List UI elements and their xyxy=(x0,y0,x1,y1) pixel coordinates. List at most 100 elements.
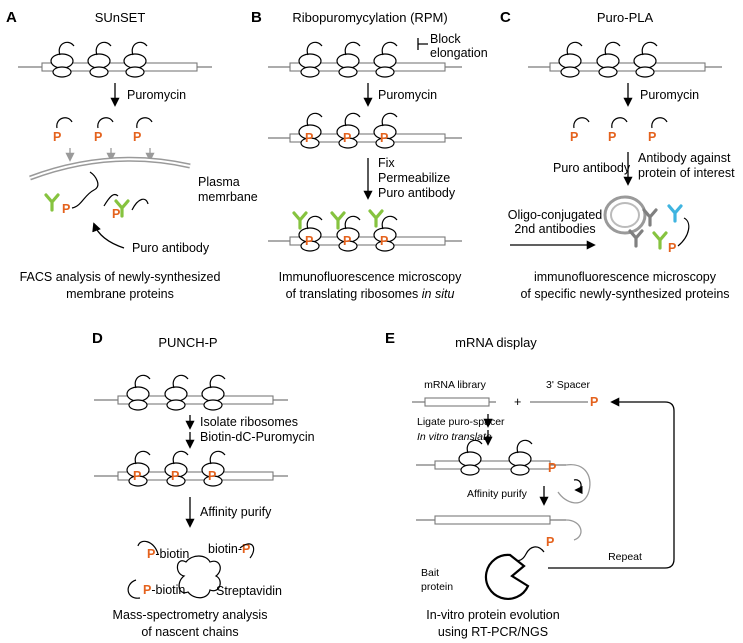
bait-protein-icon xyxy=(484,553,530,600)
svg-text:P: P xyxy=(343,234,351,248)
step-d-affinity: Affinity purify xyxy=(200,505,272,519)
panel-a: A SUnSET Puromycin P P P Plasma memrbane xyxy=(6,9,258,301)
svg-text:P: P xyxy=(668,241,676,255)
step-d-biotin: Biotin-dC-Puromycin xyxy=(200,430,315,444)
step-e-translate: In vitro translate xyxy=(417,431,492,443)
panel-letter-e: E xyxy=(385,330,395,347)
mrna-e-bound: P xyxy=(416,515,582,600)
bait-label-1: Bait xyxy=(421,567,439,579)
svg-text:P: P xyxy=(171,469,179,483)
caption-c-2: of specific newly-synthesized proteins xyxy=(520,287,729,301)
svg-text:P: P xyxy=(570,130,578,144)
panel-letter-a: A xyxy=(6,9,17,26)
caption-c-1: immunofluorescence microscopy xyxy=(534,270,717,284)
biotin-label-2: biotin-P xyxy=(208,542,250,556)
antibody-icon xyxy=(628,229,644,248)
arrow-a-antibody xyxy=(92,222,125,249)
svg-text:P: P xyxy=(133,130,141,144)
panel-letter-b: B xyxy=(251,9,262,26)
step-c-puromycin: Puromycin xyxy=(640,88,699,102)
biotin-label-1: P-biotin xyxy=(147,547,189,561)
antibody-icon xyxy=(292,211,308,230)
bait-label-2: protein xyxy=(421,581,453,593)
antibody-icon xyxy=(652,231,668,250)
puro-antibody-label-b: Puro antibody xyxy=(378,186,456,200)
panel-c-title: Puro-PLA xyxy=(597,10,654,25)
mrna-b-bottom: P P P xyxy=(268,209,462,252)
svg-text:P: P xyxy=(53,130,61,144)
mrna-a xyxy=(18,41,212,78)
pla-complex: P xyxy=(603,195,690,255)
svg-text:P: P xyxy=(305,131,313,145)
streptavidin-label: Streptavidin xyxy=(216,584,282,598)
mrna-library xyxy=(412,397,496,407)
streptavidin-complex: P-biotin biotin-P P-biotin Streptavidin xyxy=(127,540,282,599)
panel-e-title: mRNA display xyxy=(455,335,537,350)
ab-against-label-2: protein of interest xyxy=(638,166,735,180)
caption-a-2: membrane proteins xyxy=(66,287,174,301)
caption-d-1: Mass-spectrometry analysis xyxy=(113,608,268,622)
membrane-label-1: Plasma xyxy=(198,175,240,189)
panel-letter-c: C xyxy=(500,9,511,26)
svg-text:P: P xyxy=(548,461,556,475)
released-chains-a: P P P xyxy=(53,117,153,144)
antibody-icon xyxy=(368,209,384,228)
mrna-b-top xyxy=(268,41,462,78)
svg-text:P: P xyxy=(546,535,554,549)
permeabilize-label: Permeabilize xyxy=(378,171,450,185)
svg-text:P: P xyxy=(343,131,351,145)
fix-label: Fix xyxy=(378,156,395,170)
antibody-icon xyxy=(330,211,346,230)
step-e-affinity: Affinity purify xyxy=(467,488,528,500)
panel-d-title: PUNCH-P xyxy=(158,335,217,350)
repeat-label: Repeat xyxy=(608,551,642,563)
ab-against-label-1: Antibody against xyxy=(638,151,731,165)
caption-a-1: FACS analysis of newly-synthesized xyxy=(20,270,221,284)
svg-text:P: P xyxy=(62,202,70,216)
svg-text:P: P xyxy=(208,469,216,483)
oligo-label-2: 2nd antibodies xyxy=(514,222,595,236)
svg-text:P: P xyxy=(590,395,598,409)
streptavidin-icon xyxy=(176,555,221,599)
block-label-1: Block xyxy=(430,32,461,46)
mrna-d-mid: P P P xyxy=(94,450,288,487)
plus-sign: + xyxy=(514,395,521,409)
biotin-label-3: P-biotin xyxy=(143,583,185,597)
panel-b: B Ribopuromycylation (RPM) Block elongat… xyxy=(251,9,488,301)
puro-antibody-label-c: Puro antibody xyxy=(553,161,631,175)
antibody-icon xyxy=(667,204,683,223)
step-d-isolate: Isolate ribosomes xyxy=(200,415,298,429)
panel-c: C Puro-PLA Puromycin P P P Puro antibody… xyxy=(500,9,735,301)
svg-text:P: P xyxy=(94,130,102,144)
svg-text:P: P xyxy=(380,234,388,248)
repeat-loop-arrow xyxy=(548,397,675,569)
mrna-b-mid: P P P xyxy=(268,112,462,149)
mrna-d-top xyxy=(94,374,288,411)
panel-letter-d: D xyxy=(92,330,103,347)
mrna-library-label: mRNA library xyxy=(424,379,487,391)
spacer-label: 3' Spacer xyxy=(546,379,591,391)
step-e-ligate: Ligate puro-spacer xyxy=(417,416,505,428)
step-a-puromycin: Puromycin xyxy=(127,88,186,102)
puro-antibody-label-a: Puro antibody xyxy=(132,241,210,255)
caption-b-1: Immunofluorescence microscopy xyxy=(279,270,462,284)
svg-text:P: P xyxy=(648,130,656,144)
panel-b-title: Ribopuromycylation (RPM) xyxy=(292,10,447,25)
caption-b-2: of translating ribosomes in situ xyxy=(286,287,455,301)
panel-e: E mRNA display mRNA library + 3' Spacer … xyxy=(385,330,675,639)
caption-e-2: using RT-PCR/NGS xyxy=(438,625,548,639)
membrane-label-2: memrbane xyxy=(198,190,258,204)
svg-text:P: P xyxy=(380,131,388,145)
svg-text:P: P xyxy=(608,130,616,144)
block-icon xyxy=(417,38,428,50)
caption-e-1: In-vitro protein evolution xyxy=(426,608,559,622)
panel-d: D PUNCH-P Isolate ribosomes Biotin-dC-Pu… xyxy=(92,330,315,639)
mrna-c xyxy=(528,41,722,78)
caption-d-2: of nascent chains xyxy=(141,625,238,639)
svg-text:P: P xyxy=(305,234,313,248)
block-label-2: elongation xyxy=(430,46,488,60)
mrna-e-translate: P xyxy=(416,439,591,504)
oligo-label-1: Oligo-conjugated xyxy=(508,208,603,222)
svg-text:P: P xyxy=(112,207,120,221)
